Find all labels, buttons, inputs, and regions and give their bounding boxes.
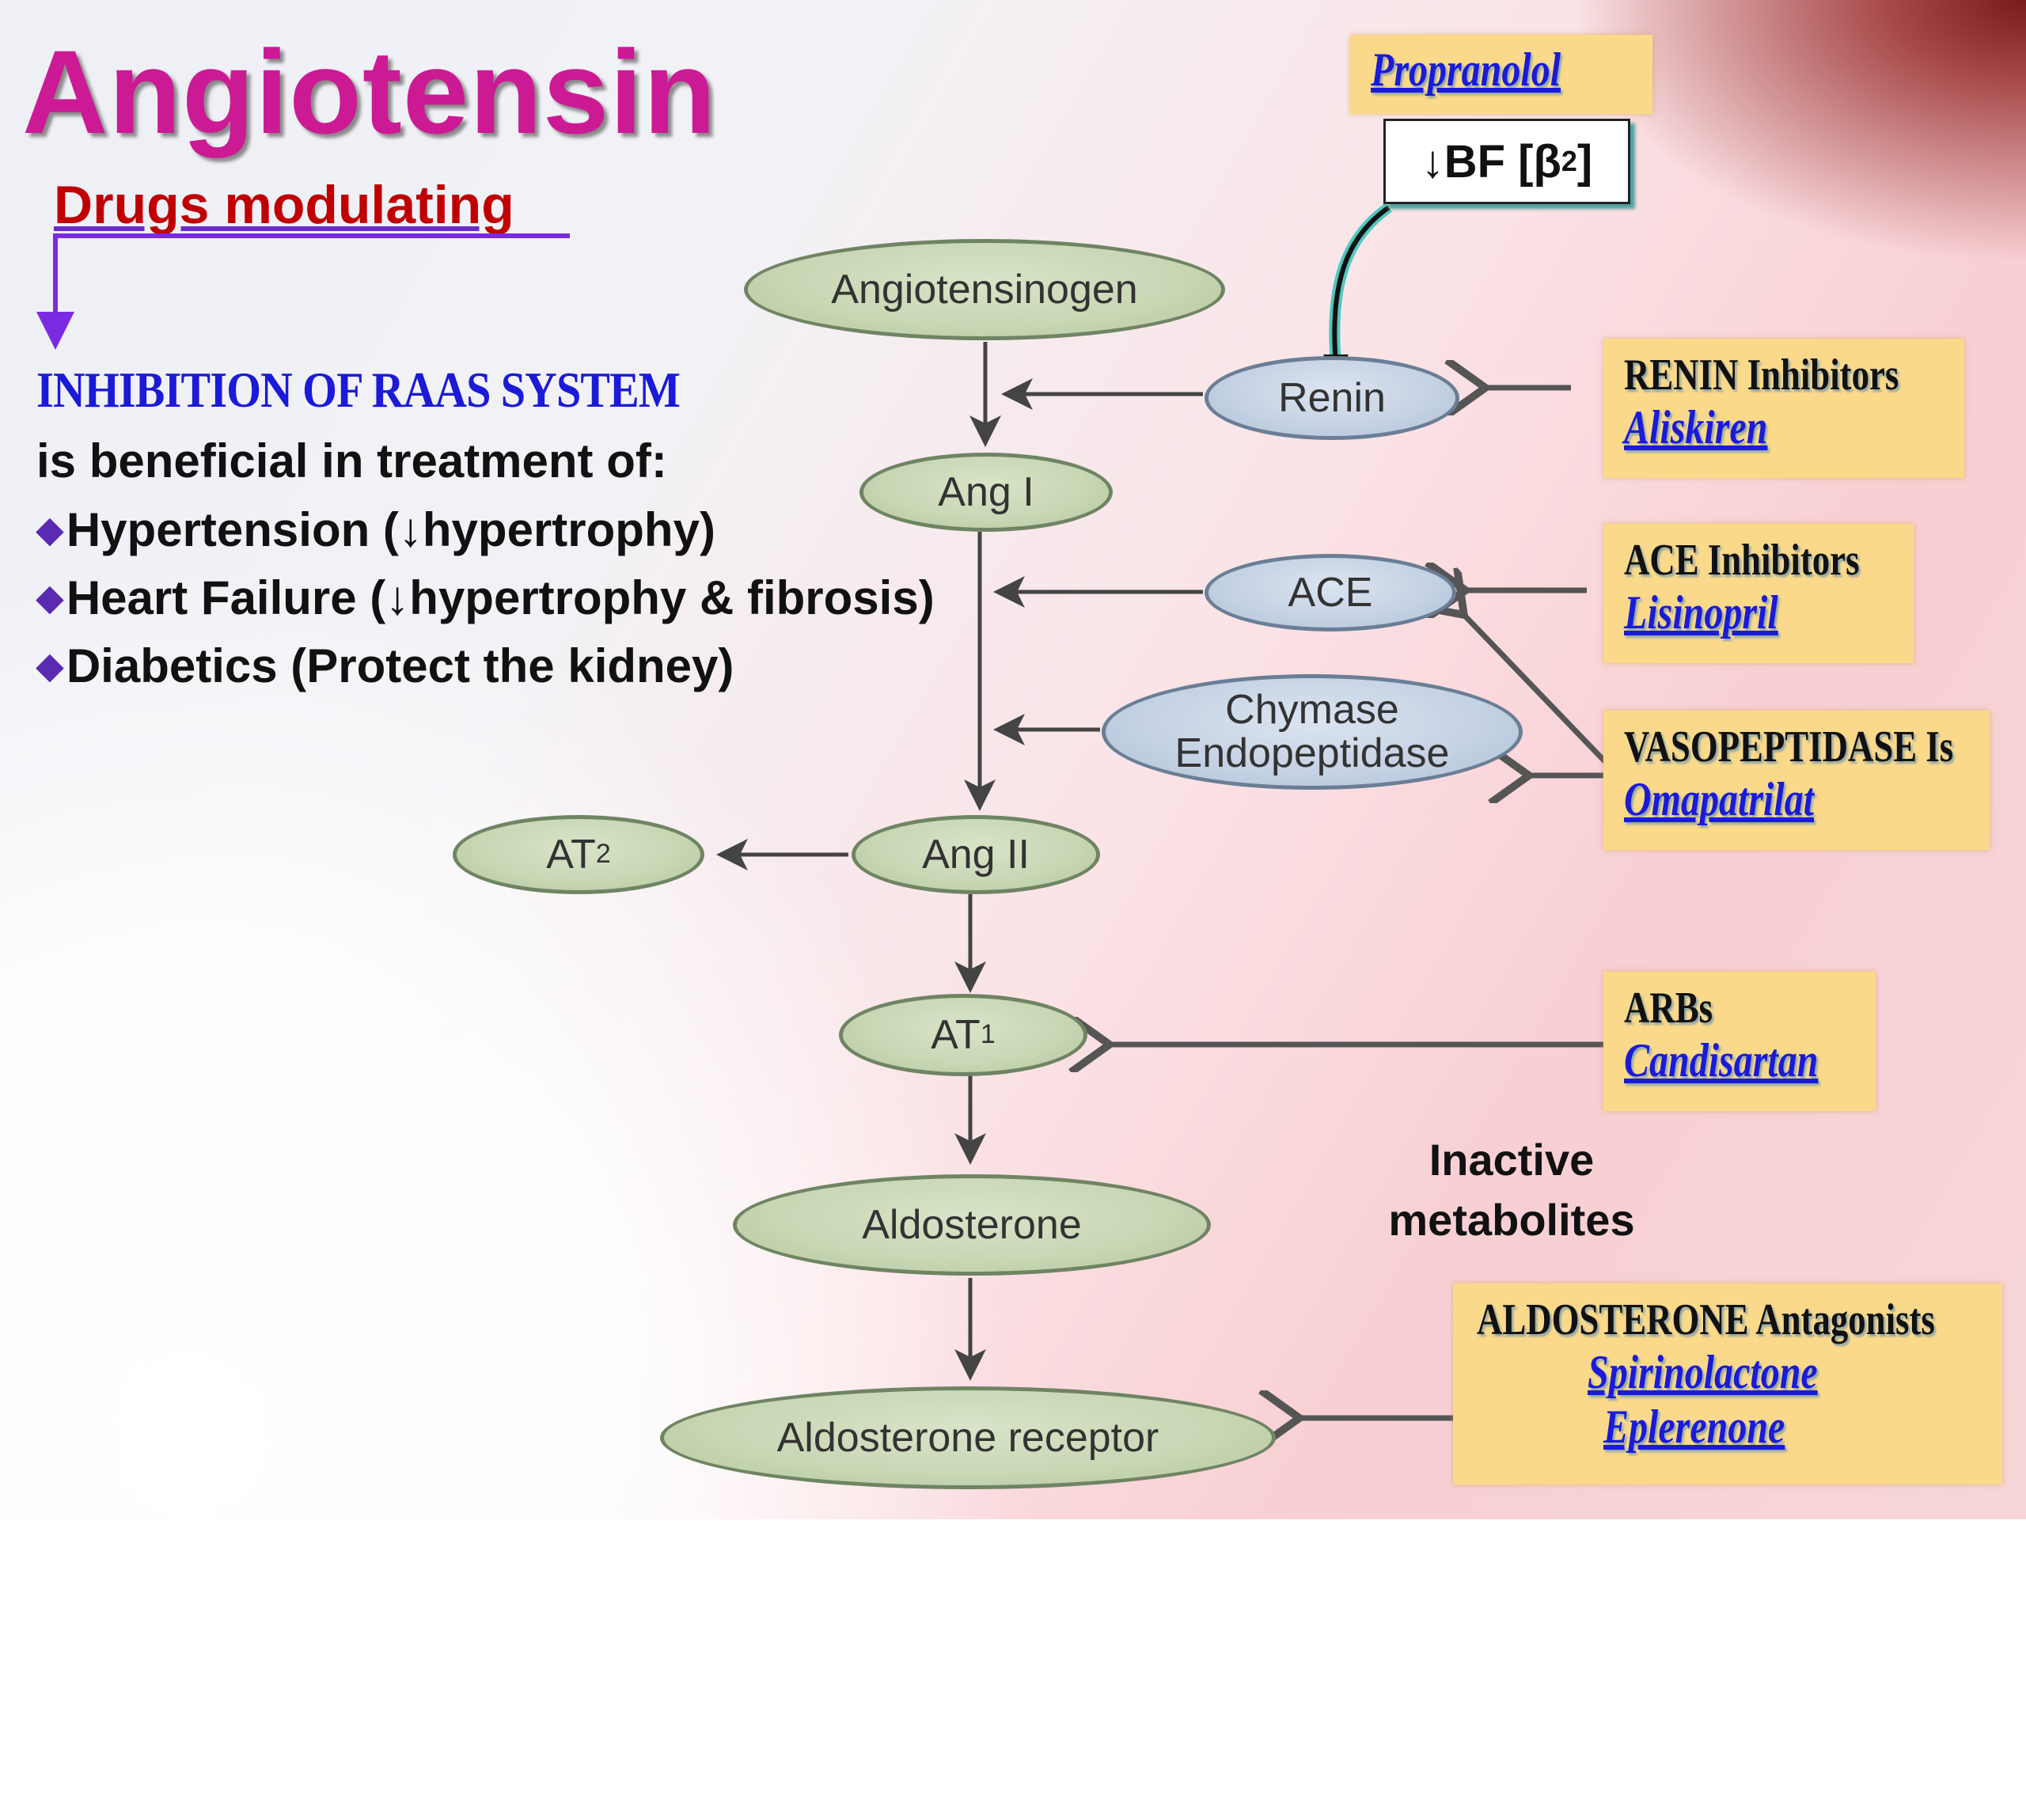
node-angiotensinogen: Angiotensinogen [744,239,1225,340]
diamond-bullet-icon: ◆ [36,646,63,685]
subtitle-arrow [36,233,570,350]
benefit-list: ◆Hypertension (↓hypertrophy) ◆Heart Fail… [36,502,935,706]
node-ang-2: Ang II [852,815,1100,894]
drug-box-aldosterone-antagonists: ALDOSTERONE Antagonists Spirinolactone E… [1453,1283,2002,1484]
node-ace: ACE [1205,554,1456,631]
drug-box-propranolol: Propranolol [1350,35,1652,114]
diamond-bullet-icon: ◆ [36,578,63,617]
node-renin: Renin [1205,356,1459,440]
node-aldosterone: Aldosterone [733,1174,1211,1276]
list-item: ◆Diabetics (Protect the kidney) [36,639,734,692]
slide-subtitle: Drugs modulating [54,175,514,235]
drug-box-ace-inhibitors: ACE Inhibitors Lisinopril [1603,524,1914,663]
node-ang-1: Ang I [859,453,1113,532]
inactive-metabolites-label: Inactive metabolites [1388,1135,1635,1245]
node-aldosterone-receptor: Aldosterone receptor [660,1386,1276,1489]
drug-box-renin-inhibitors: RENIN Inhibitors Aliskiren [1603,339,1964,478]
benefit-intro: is beneficial in treatment of: [36,434,667,487]
diamond-bullet-icon: ◆ [36,510,63,549]
drug-box-vasopeptidase: VASOPEPTIDASE Is Omapatrilat [1603,711,1990,850]
slide-title: Angiotensin [22,25,717,158]
drug-box-arbs: ARBs Candisartan [1603,972,1876,1111]
list-item: ◆Heart Failure (↓hypertrophy & fibrosis) [36,571,935,624]
list-item: ◆Hypertension (↓hypertrophy) [36,503,715,556]
raas-heading: INHIBITION OF RAAS SYSTEM [36,362,681,418]
